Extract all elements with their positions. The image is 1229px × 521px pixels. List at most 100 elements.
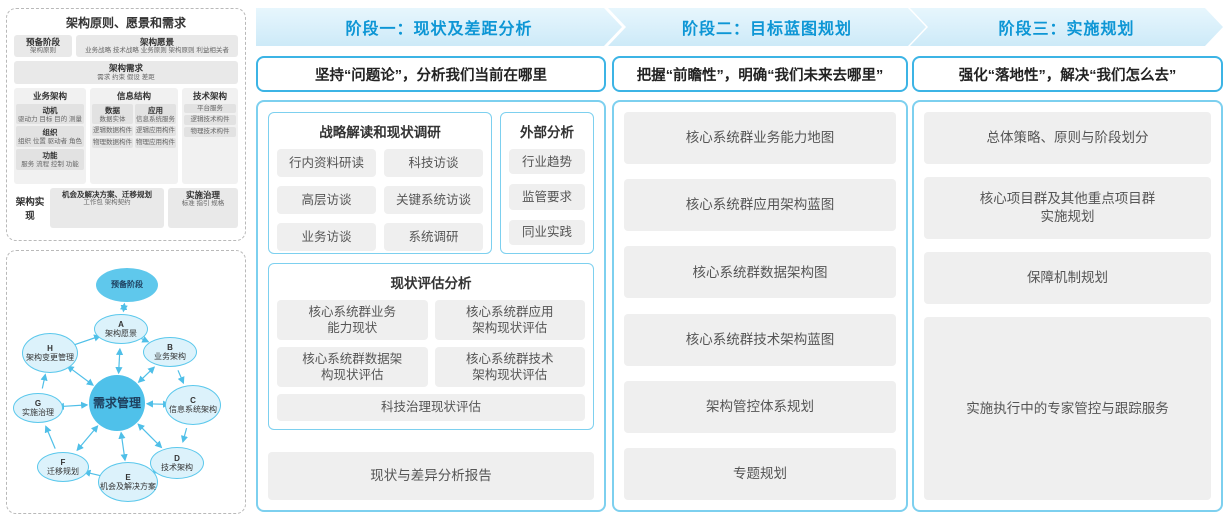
application-subcol: 应用 信息系统服务 逻辑应用构件 物理应用构件 <box>135 103 176 150</box>
implementation-governance-box: 实施治理 标准 指引 规格 <box>168 187 238 228</box>
phase2-main-box: 核心系统群业务能力地图 核心系统群应用架构蓝图 核心系统群数据架构图 核心系统群… <box>612 100 908 512</box>
information-subcols: 数据 数据实体 逻辑数据构件 物理数据构件 应用 信息系统服务 逻辑应用构件 物… <box>92 103 176 150</box>
opportunities-title: 机会及解决方案、迁移规划 <box>62 189 152 199</box>
phase1-header: 阶段一：现状及差距分析 <box>256 8 622 46</box>
phase3-main-box: 总体策略、原则与阶段划分 核心项目群及其他重点项目群 实施规划 保障机制规划 实… <box>912 100 1223 512</box>
cycle-node-f: F 迁移规划 <box>37 452 89 482</box>
organization-title: 组织 <box>42 128 58 138</box>
requirements-title: 架构需求 <box>108 63 143 74</box>
cycle-node-c: C 信息系统架构 <box>165 385 221 425</box>
function-title: 功能 <box>42 151 58 161</box>
cycle-node-label: 业务架构 <box>154 352 186 361</box>
strategy-research-box: 战略解读和现状调研 行内资料研读 科技访谈 高层访谈 关键系统访谈 业务访谈 系… <box>268 112 492 254</box>
framework-row-vision: 预备阶段 架构原则 架构愿景 业务战略 技术战略 业务原则 架构原则 利益相关者 <box>14 35 238 58</box>
governance-title: 实施治理 <box>185 189 220 200</box>
assessment-item: 核心系统群技术 架构现状评估 <box>434 347 585 387</box>
prelim-phase-title: 预备阶段 <box>25 37 60 47</box>
phase2-item: 核心系统群应用架构蓝图 <box>624 179 896 232</box>
cycle-node-letter: C <box>190 395 196 405</box>
cycle-node-letter: E <box>125 472 131 482</box>
strategy-research-grid: 行内资料研读 科技访谈 高层访谈 关键系统访谈 业务访谈 系统调研 <box>277 149 483 251</box>
phase3-header: 阶段三：实施规划 <box>910 8 1223 46</box>
phase2-header: 阶段二：目标蓝图规划 <box>608 8 926 46</box>
vision-box: 架构愿景 业务战略 技术战略 业务原则 架构原则 利益相关者 <box>76 35 238 58</box>
governance-sub: 标准 指引 规格 <box>181 199 225 207</box>
motivation-title: 动机 <box>42 105 58 115</box>
motivation-box: 动机 驱动力 目标 目的 测量 <box>16 103 84 125</box>
cycle-node-letter: D <box>174 453 180 463</box>
phase2-item: 专题规划 <box>624 447 896 500</box>
cycle-node-letter: G <box>34 398 42 408</box>
data-item: 逻辑数据构件 <box>93 127 132 135</box>
assessment-item: 核心系统群数据架 构现状评估 <box>277 347 428 387</box>
phase3-item: 保障机制规划 <box>924 252 1211 304</box>
cycle-node-prelim: 预备阶段 <box>96 268 158 302</box>
phase3-item: 实施执行中的专家管控与跟踪服务 <box>924 317 1211 500</box>
cycle-node-label: 架构变更管理 <box>26 353 74 362</box>
framework-title: 架构原则、愿景和需求 <box>65 16 186 30</box>
motivation-sub: 驱动力 目标 目的 测量 <box>18 115 82 123</box>
strategy-item: 业务访谈 <box>277 223 376 251</box>
vision-sub: 业务战略 技术战略 业务原则 架构原则 利益相关者 <box>85 47 229 55</box>
function-box: 功能 服务 流程 控制 功能 <box>16 149 84 171</box>
strategy-item: 科技访谈 <box>384 149 483 177</box>
external-item: 行业趋势 <box>509 149 585 175</box>
phase1-subtitle: 坚持“问题论”，分析我们当前在哪里 <box>256 56 606 92</box>
cycle-node-label: 实施治理 <box>22 408 54 417</box>
assessment-grid: 核心系统群业务 能力现状 核心系统群应用 架构现状评估 核心系统群数据架 构现状… <box>277 300 585 387</box>
strategy-item: 高层访谈 <box>277 186 376 214</box>
framework-row-domains: 业务架构 动机 驱动力 目标 目的 测量 组织 组织 位置 驱动者 角色 功能 … <box>14 87 238 184</box>
data-title: 数据 <box>105 105 120 115</box>
cycle-node-g: G 实施治理 <box>13 393 63 423</box>
data-subcol: 数据 数据实体 逻辑数据构件 物理数据构件 <box>92 103 133 150</box>
external-item: 同业实践 <box>509 219 585 245</box>
cycle-node-letter: A <box>118 319 124 329</box>
phase2-subtitle: 把握“前瞻性”，明确“我们未来去哪里” <box>612 56 908 92</box>
business-architecture-col: 业务架构 动机 驱动力 目标 目的 测量 组织 组织 位置 驱动者 角色 功能 … <box>14 87 86 184</box>
cycle-node-label: 技术架构 <box>161 463 193 472</box>
cycle-node-letter: F <box>60 457 66 467</box>
vision-title: 架构愿景 <box>139 37 174 47</box>
phase3-item: 总体策略、原则与阶段划分 <box>924 112 1211 164</box>
phase2-item: 架构管控体系规划 <box>624 380 896 433</box>
architecture-framework-panel: 架构原则、愿景和需求 预备阶段 架构原则 架构愿景 业务战略 技术战略 业务原则… <box>6 8 246 241</box>
cycle-node-b: B 业务架构 <box>143 337 197 367</box>
implementation-label: 架构实现 <box>15 196 45 222</box>
cycle-node-label: 机会及解决方案 <box>100 482 156 491</box>
information-architecture-col: 信息结构 数据 数据实体 逻辑数据构件 物理数据构件 应用 信息系统服务 逻辑应… <box>90 87 178 184</box>
cycle-node-a: A 架构愿景 <box>94 314 148 344</box>
assessment-box: 现状评估分析 核心系统群业务 能力现状 核心系统群应用 架构现状评估 核心系统群… <box>268 263 594 430</box>
strategy-item: 系统调研 <box>384 223 483 251</box>
phase2-item: 核心系统群技术架构蓝图 <box>624 313 896 366</box>
technology-item: 物理技术构件 <box>190 128 230 136</box>
technology-item: 平台服务 <box>197 104 223 112</box>
cycle-node-label: 架构愿景 <box>105 329 137 338</box>
prelim-phase-box: 预备阶段 架构原则 <box>14 35 72 58</box>
strategy-item: 关键系统访谈 <box>384 186 483 214</box>
external-analysis-box: 外部分析 行业趋势 监管要求 同业实践 <box>500 112 594 254</box>
assessment-item: 核心系统群业务 能力现状 <box>277 300 428 340</box>
external-item: 监管要求 <box>509 184 585 210</box>
technology-item: 逻辑技术构件 <box>190 116 230 124</box>
function-sub: 服务 流程 控制 功能 <box>21 161 79 169</box>
cycle-node-e: E 机会及解决方案 <box>98 462 158 502</box>
cycle-node-letter: H <box>47 343 53 353</box>
technology-architecture-title: 技术架构 <box>192 90 227 101</box>
application-item: 逻辑应用构件 <box>136 127 175 135</box>
cycle-node-label: 迁移规划 <box>47 467 79 476</box>
phase2-item: 核心系统群数据架构图 <box>624 246 896 299</box>
cycle-node-d: D 技术架构 <box>150 447 204 479</box>
organization-box: 组织 组织 位置 驱动者 角色 <box>16 126 84 148</box>
assessment-item: 核心系统群应用 架构现状评估 <box>434 300 585 340</box>
cycle-node-label: 信息系统架构 <box>169 405 217 414</box>
external-analysis-title: 外部分析 <box>520 125 574 140</box>
application-title: 应用 <box>148 105 163 115</box>
opportunities-sub: 工作包 架构契约 <box>83 198 131 206</box>
requirements-sub: 需求 约束 假设 差距 <box>97 73 155 81</box>
application-item: 信息系统服务 <box>136 115 175 123</box>
organization-sub: 组织 位置 驱动者 角色 <box>18 138 82 146</box>
strategy-research-title: 战略解读和现状调研 <box>319 125 441 140</box>
data-item: 数据实体 <box>99 115 126 123</box>
assessment-item-wide: 科技治理现状评估 <box>277 394 585 421</box>
